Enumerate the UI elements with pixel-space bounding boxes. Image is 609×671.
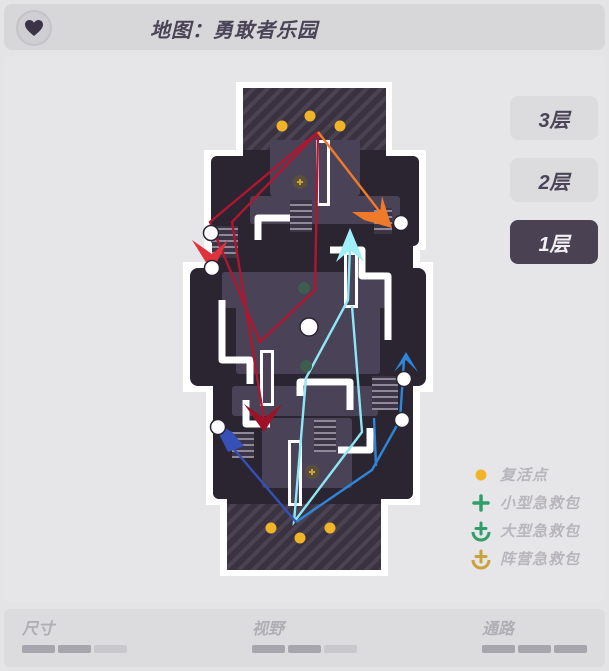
stat-segment xyxy=(58,645,91,653)
route-blue xyxy=(295,359,406,523)
legend-label: 小型急救包 xyxy=(500,495,581,512)
header-bar: 地图：勇敢者乐园 xyxy=(4,4,605,50)
spawn-points xyxy=(265,110,346,544)
arrow-red-left xyxy=(192,240,228,272)
large-medkit-icon xyxy=(470,520,492,542)
arrow-cyan-up xyxy=(336,228,364,262)
stat-paths: 通路 xyxy=(482,615,590,653)
stat-segment xyxy=(518,645,551,653)
spawn-point-icon xyxy=(470,464,492,486)
legend-label: 阵营急救包 xyxy=(500,551,581,568)
stat-segment xyxy=(94,645,127,653)
legend-label: 大型急救包 xyxy=(500,523,581,540)
floor-button-1[interactable]: 1层 xyxy=(510,220,598,264)
favorite-button[interactable] xyxy=(16,10,52,46)
arrow-crimson-down xyxy=(244,404,282,432)
stat-segment xyxy=(554,645,587,653)
stat-segment xyxy=(324,645,357,653)
arrow-orange xyxy=(352,196,392,228)
legend-item-large-medkit: 大型急救包 xyxy=(470,518,605,543)
stat-segment xyxy=(288,645,321,653)
stat-label: 尺寸 xyxy=(22,621,55,638)
stat-segment xyxy=(482,645,515,653)
legend-item-spawn: 复活点 xyxy=(470,462,605,487)
faction-medkits xyxy=(293,175,319,479)
waypoints xyxy=(202,214,413,436)
legend-item-small-medkit: 小型急救包 xyxy=(470,490,605,515)
map-title: 地图：勇敢者乐园 xyxy=(150,20,318,42)
arrow-blue-up xyxy=(394,352,418,372)
faction-medkit-icon xyxy=(470,548,492,570)
legend-item-faction-medkit: 阵营急救包 xyxy=(470,546,605,571)
stat-segment xyxy=(252,645,285,653)
legend-label: 复活点 xyxy=(500,467,549,484)
stat-size-bar xyxy=(22,645,130,653)
route-cyan xyxy=(292,245,364,527)
stat-segment xyxy=(22,645,55,653)
floor-button-3[interactable]: 3层 xyxy=(510,96,598,140)
stats-footer: 尺寸 视野 通路 xyxy=(4,609,605,667)
route-red xyxy=(208,131,320,421)
small-medkit-icon xyxy=(470,492,492,514)
stat-vision: 视野 xyxy=(252,615,360,653)
route-orange xyxy=(317,131,381,213)
heart-icon xyxy=(25,20,43,36)
stat-vision-bar xyxy=(252,645,360,653)
floor-selector: 3层 2层 1层 xyxy=(510,96,598,282)
stat-size: 尺寸 xyxy=(22,615,130,653)
floor-button-2[interactable]: 2层 xyxy=(510,158,598,202)
map-legend: 复活点 小型急救包 大型急救包 阵营急救包 xyxy=(470,462,605,574)
large-medkits xyxy=(298,282,312,372)
stat-paths-bar xyxy=(482,645,590,653)
stat-label: 通路 xyxy=(482,621,515,638)
stat-label: 视野 xyxy=(252,621,285,638)
